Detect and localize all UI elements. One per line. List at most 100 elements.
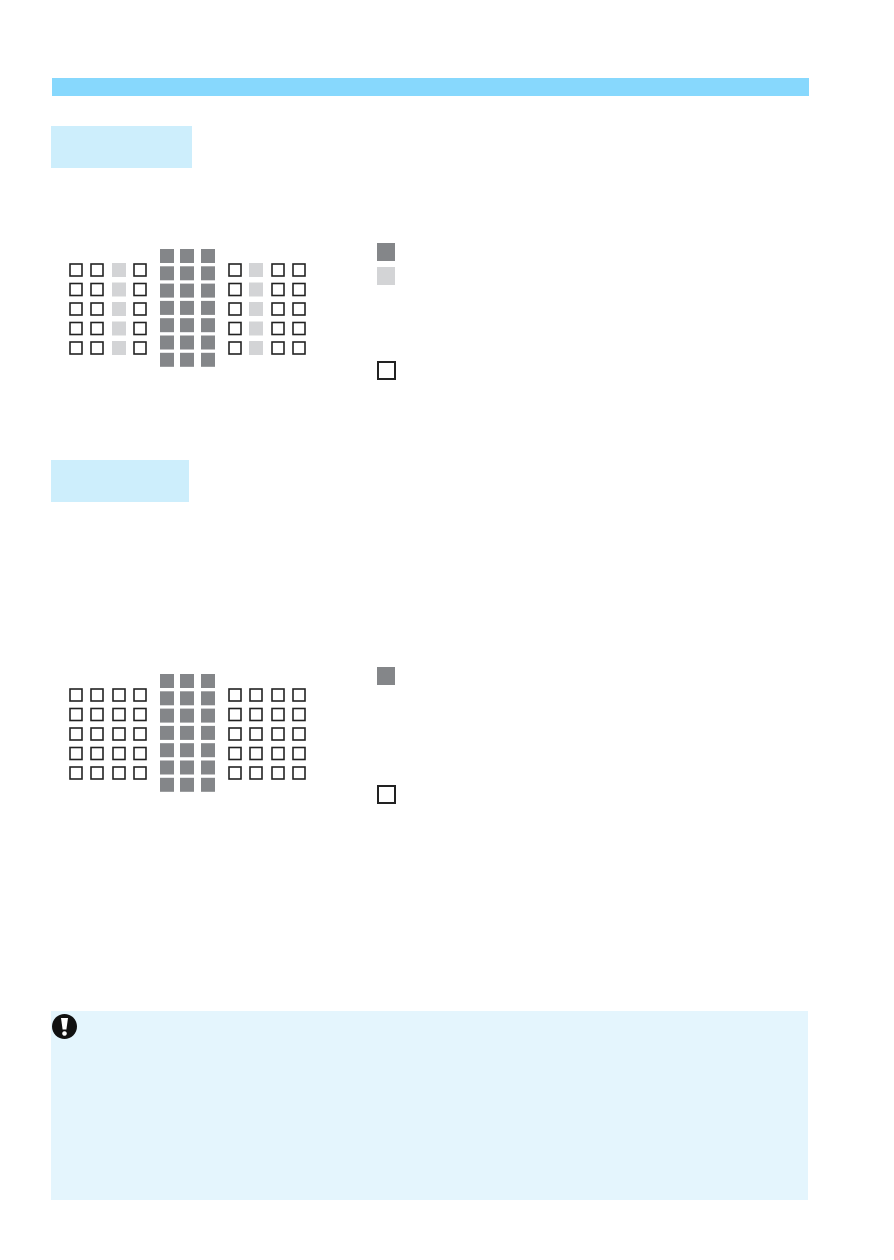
af-point-selected-dark [201,249,215,263]
af-point-selected-dark [201,283,215,298]
af-point-selected-dark [201,708,215,723]
af-point-selected-dark [160,352,174,367]
af-point-selected-dark [180,300,194,315]
af-point-unselected [90,688,104,702]
af-point-unselected [249,727,263,741]
af-point-unselected [133,282,147,297]
af-point-unselected [249,688,263,702]
af-point-unselected [228,707,242,722]
af-point-unselected [292,321,306,336]
af-point-unselected [133,727,147,741]
af-point-selected-dark [201,318,215,333]
af-point-selected-dark [201,300,215,315]
af-point-selected-dark [160,777,174,792]
af-point-unselected [271,746,285,761]
af-point-selected-dark [160,283,174,298]
af-point-unselected [228,282,242,297]
af-point-unselected [69,263,83,277]
af-point-selected-light [112,263,126,277]
header-bar [52,78,809,96]
af-point-unselected [228,321,242,336]
af-point-selected-dark [201,335,215,350]
af-point-selected-dark-icon [377,243,395,261]
af-point-selected-light [112,282,126,297]
af-point-unselected [90,707,104,722]
af-point-selected-dark [180,760,194,775]
af-point-selected-dark [160,725,174,740]
af-point-unselected [271,688,285,702]
af-point-selected-dark [160,266,174,281]
af-point-unselected [271,282,285,297]
af-point-unselected [271,263,285,277]
af-point-unselected [69,766,83,780]
af-point-selected-dark [160,708,174,723]
af-point-unselected [292,341,306,355]
af-point-unselected [271,766,285,780]
af-point-unselected [271,727,285,741]
af-point-selected-dark [201,674,215,688]
af-point-unselected [133,263,147,277]
af-point-selected-dark [160,691,174,706]
af-point-selected-dark [160,335,174,350]
af-point-unselected [228,766,242,780]
af-point-selected-dark [160,743,174,758]
af-point-unselected [112,707,126,722]
af-point-unselected [228,727,242,741]
af-point-unselected [228,688,242,702]
af-point-unselected [292,766,306,780]
af-point-unselected [292,746,306,761]
af-point-unselected [133,707,147,722]
af-point-unselected [69,707,83,722]
af-point-unselected [69,341,83,355]
af-point-unselected [271,341,285,355]
af-point-selected-light-icon [377,267,395,285]
af-point-unselected [69,302,83,316]
af-point-selected-dark [180,708,194,723]
af-point-selected-dark [160,300,174,315]
af-point-selected-dark [180,318,194,333]
af-point-unselected [112,766,126,780]
af-point-selected-dark [160,249,174,263]
af-point-unselected [112,727,126,741]
af-point-selected-dark [201,760,215,775]
af-point-selected-dark [180,283,194,298]
af-point-unselected [69,746,83,761]
af-point-unselected-icon [377,785,396,804]
caution-icon [52,1014,77,1039]
af-point-selected-dark [180,725,194,740]
af-point-selected-dark [160,674,174,688]
af-point-selected-dark [180,266,194,281]
af-point-unselected [90,263,104,277]
af-point-selected-light [112,341,126,355]
af-point-unselected [228,341,242,355]
af-point-selected-dark [180,335,194,350]
af-point-selected-dark [160,760,174,775]
af-point-unselected [271,707,285,722]
af-point-selected-light [249,302,263,316]
af-point-unselected [249,746,263,761]
af-point-unselected [133,302,147,316]
af-point-selected-dark [180,777,194,792]
af-point-unselected [90,746,104,761]
af-point-selected-light [112,302,126,316]
af-point-unselected [133,321,147,336]
af-point-unselected [292,302,306,316]
section-tab-1 [51,126,192,168]
af-point-unselected [249,766,263,780]
af-point-selected-dark [180,674,194,688]
af-point-unselected [292,727,306,741]
af-point-unselected [249,707,263,722]
af-point-unselected [90,282,104,297]
af-point-selected-light [249,263,263,277]
af-point-selected-dark [201,777,215,792]
af-point-selected-dark [160,318,174,333]
af-point-unselected [292,707,306,722]
af-point-unselected-icon [377,361,396,380]
af-point-selected-dark [201,725,215,740]
af-point-unselected [292,688,306,702]
af-point-selected-dark [201,691,215,706]
af-point-unselected [292,263,306,277]
af-point-unselected [90,766,104,780]
af-point-unselected [112,746,126,761]
af-point-unselected [90,302,104,316]
